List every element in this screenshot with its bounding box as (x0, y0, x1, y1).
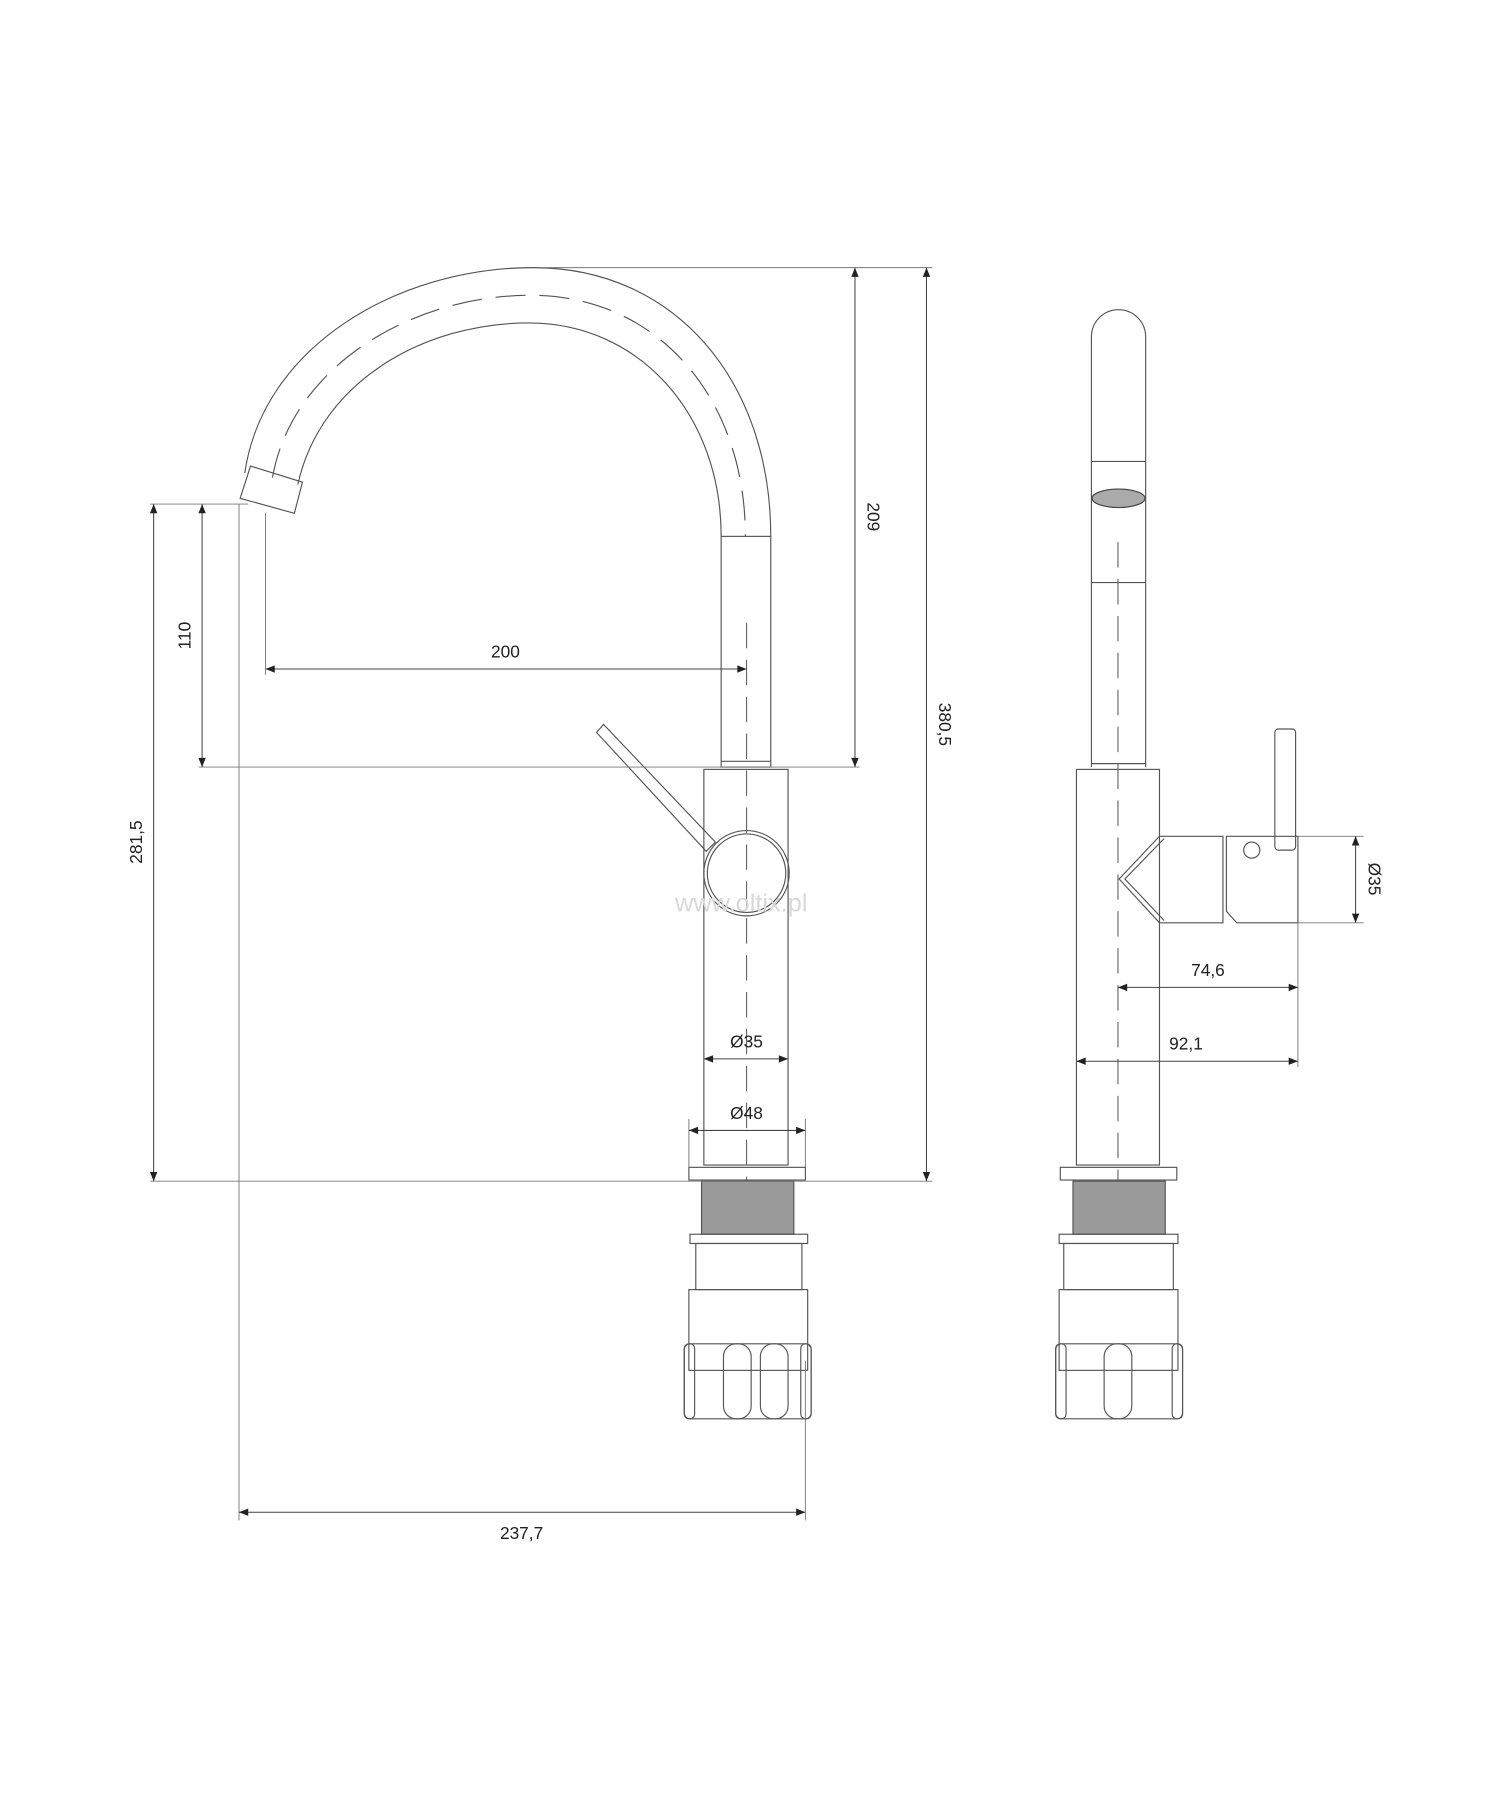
side-lever (1274, 728, 1297, 851)
spout (239, 267, 772, 768)
dim-outlet-to-deck: 281,5 (126, 820, 146, 863)
side-view: Ø35 74,6 92,1 (1055, 309, 1384, 1420)
side-spout (1090, 309, 1147, 768)
watermark: www.oltix.pl (674, 889, 807, 917)
dim-lever-offset: 74,6 (1191, 960, 1225, 980)
dim-outlet-height: 110 (175, 622, 195, 650)
side-dimensions: Ø35 74,6 92,1 (1076, 835, 1384, 1067)
dim-body-diameter: Ø35 (730, 1031, 763, 1051)
front-dimensions: 209 380,5 110 281,5 200 Ø35 Ø48 237,7 (126, 267, 955, 1543)
dim-total-width: 237,7 (500, 1523, 543, 1543)
dim-total-depth: 92,1 (1169, 1034, 1203, 1054)
dim-spout-reach: 200 (491, 641, 520, 661)
body (595, 622, 790, 1189)
front-view: www.oltix.pl 209 380,5 110 281,5 200 Ø35 (126, 267, 955, 1543)
dim-cartridge-diameter: Ø35 (1364, 863, 1384, 896)
lever-hub (703, 829, 790, 917)
dim-spout-height: 209 (864, 502, 884, 531)
lever (595, 723, 717, 853)
dim-flange-diameter: Ø48 (730, 1103, 763, 1123)
side-body (1075, 542, 1299, 1189)
mounting-base (683, 1166, 812, 1420)
logo-mark (1243, 841, 1261, 859)
side-mounting-base (1055, 1166, 1184, 1420)
dim-total-height: 380,5 (935, 703, 955, 746)
